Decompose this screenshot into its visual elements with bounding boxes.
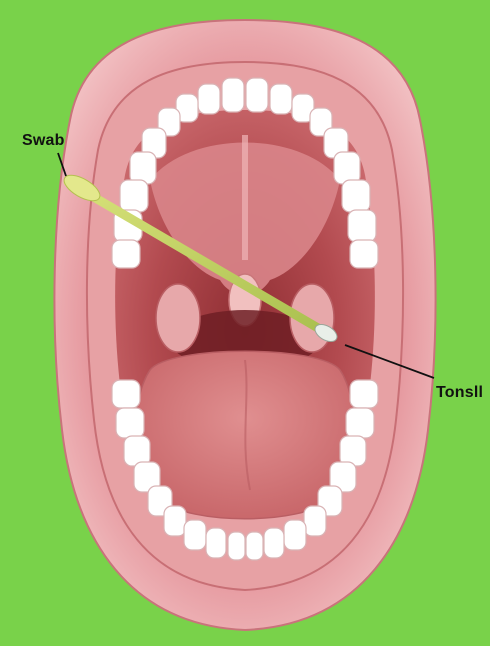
left-tonsil	[156, 284, 200, 352]
swab-label: Swab	[22, 132, 65, 150]
tonsil-label: Tonsll	[436, 384, 483, 402]
